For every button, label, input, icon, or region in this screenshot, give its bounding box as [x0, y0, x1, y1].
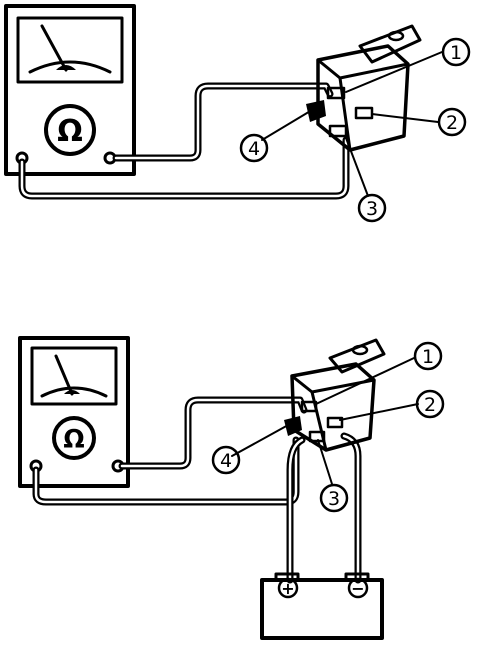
meter-window: [16, 16, 124, 84]
terminal-1: [300, 400, 318, 413]
callout-1: 1: [413, 341, 443, 371]
terminal-4: [306, 100, 326, 122]
svg-text:1: 1: [422, 346, 434, 368]
relay-top-edge: [290, 374, 376, 394]
ohm-symbol: Ω: [57, 114, 83, 149]
terminal-2: [354, 106, 374, 120]
terminal-4: [284, 416, 302, 436]
ohmmeter-body: [4, 4, 136, 176]
needle-pivot: [64, 390, 80, 394]
relay-front-edge: [338, 76, 352, 152]
test-leads: [32, 396, 308, 506]
meter-scale-arc: [28, 60, 112, 74]
battery-icon: + −: [260, 572, 384, 640]
meter-window: [30, 346, 118, 406]
lead-right: [112, 82, 334, 162]
meter-needle: [40, 24, 68, 72]
ohm-dial: [52, 416, 96, 460]
battery-plus-label: +: [281, 579, 294, 598]
ohm-dial: [44, 104, 96, 156]
meter-needle: [54, 354, 74, 396]
figure-bottom: Ω: [18, 336, 445, 640]
test-leads: [18, 82, 350, 200]
svg-text:4: 4: [248, 138, 260, 160]
battery-minus-label: −: [351, 579, 364, 598]
ohm-symbol: Ω: [63, 424, 84, 453]
battery-wires: [286, 432, 362, 584]
svg-text:4: 4: [220, 450, 232, 472]
figure-top: Ω: [4, 4, 471, 223]
ohmmeter-icon: Ω: [4, 4, 136, 176]
relay-top-edge: [316, 58, 410, 80]
svg-text:1: 1: [450, 42, 462, 64]
ohmmeter-body: [18, 336, 130, 488]
terminal-3: [328, 124, 348, 138]
callout-3: 3: [357, 193, 387, 223]
battery-body: [260, 578, 384, 640]
relay-housing: [316, 44, 410, 152]
leader-lines: [261, 51, 443, 197]
callout-4: 4: [239, 133, 269, 163]
callout-4: 4: [211, 445, 241, 475]
callout-3: 3: [319, 483, 349, 513]
meter-scale-arc: [40, 386, 108, 398]
callout-2: 2: [437, 107, 467, 137]
terminal-1: [326, 86, 346, 100]
svg-text:3: 3: [366, 198, 378, 220]
ohmmeter-icon: Ω: [18, 336, 130, 488]
svg-text:3: 3: [328, 488, 340, 510]
bracket-hole: [387, 30, 405, 42]
terminal-2: [326, 416, 344, 429]
svg-text:2: 2: [424, 394, 436, 416]
relay-icon: [306, 24, 422, 152]
battery-minus-marker: [347, 577, 369, 599]
relay-icon: [284, 338, 386, 452]
callout-2: 2: [415, 389, 445, 419]
svg-text:2: 2: [446, 112, 458, 134]
terminal-3: [308, 430, 326, 443]
battery-plus-marker: [277, 577, 299, 599]
callout-1: 1: [441, 37, 471, 67]
relay-bracket: [358, 24, 422, 64]
leader-lines: [231, 357, 419, 485]
needle-pivot: [56, 65, 76, 70]
bracket-hole: [351, 344, 369, 356]
